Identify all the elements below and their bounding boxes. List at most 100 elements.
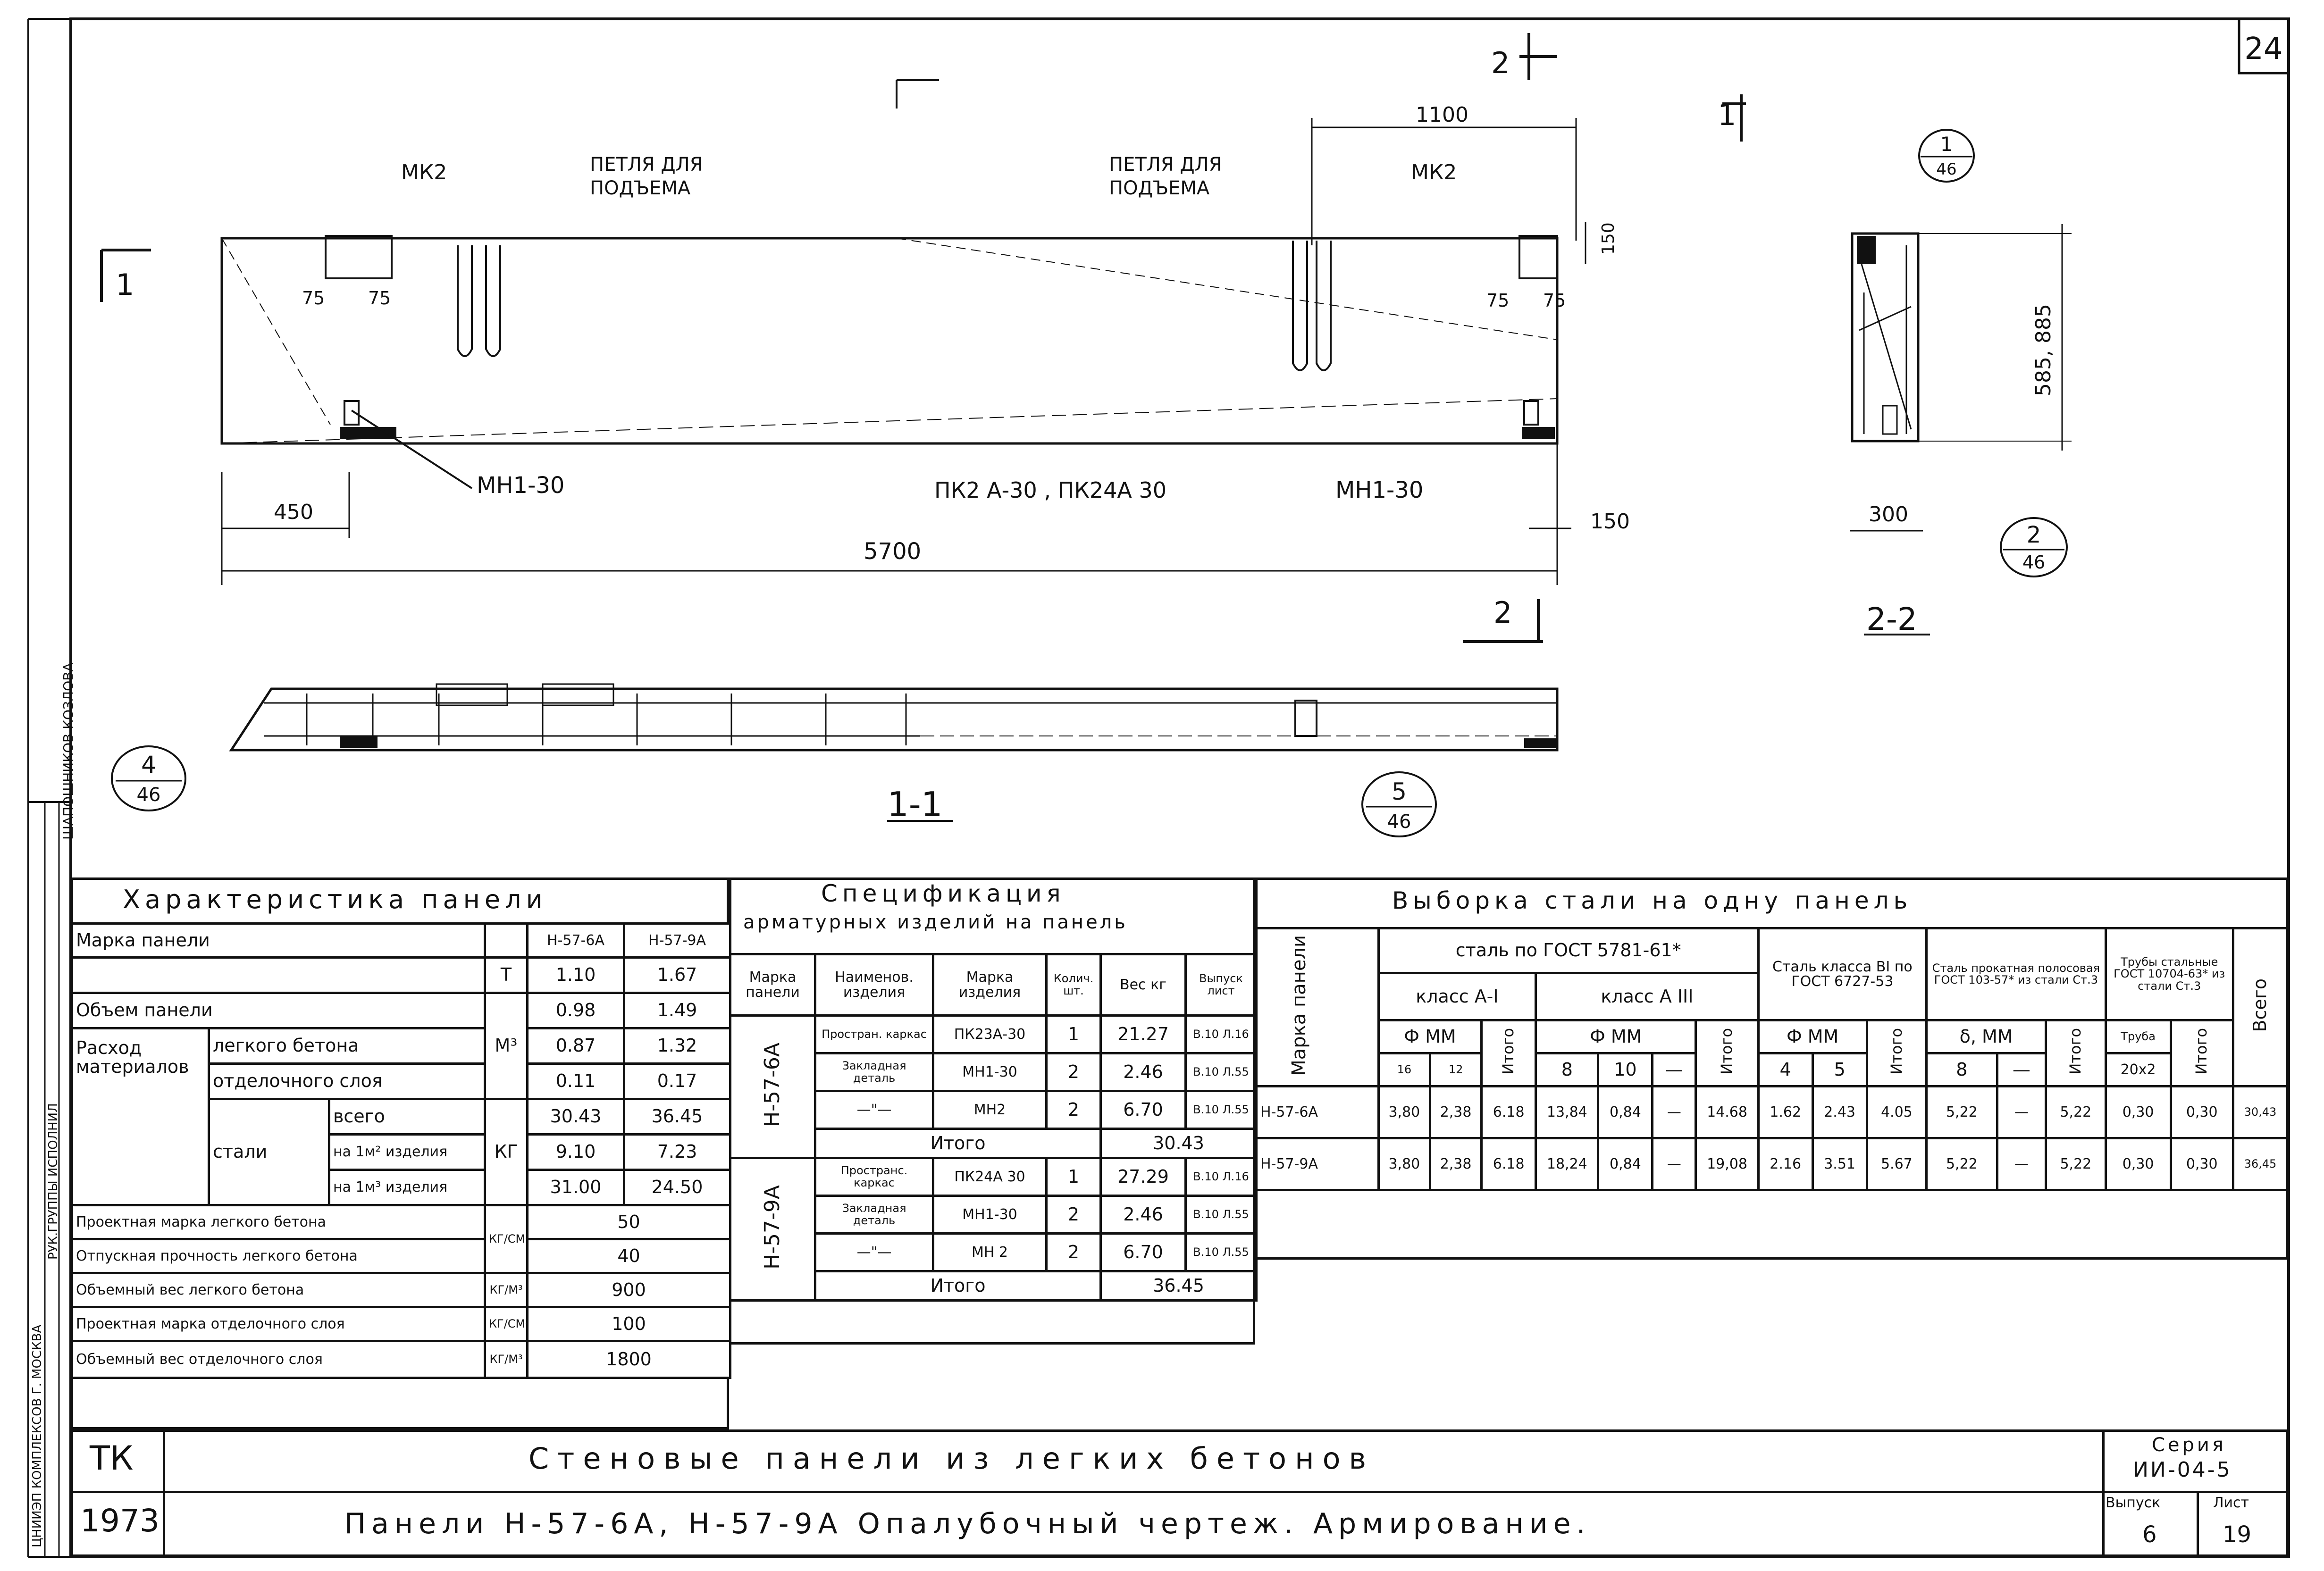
dim-5700: 5700 (864, 538, 921, 565)
mn-label-left: МН1-30 (477, 472, 564, 499)
steel-g-bi: Сталь класса ВI по ГОСТ 6727-53 (1757, 927, 1928, 1021)
char-row-finish: отделочного слоя (207, 1062, 487, 1100)
sheet-label: Лист (2213, 1495, 2249, 1511)
sheet-number-box (2238, 17, 2290, 75)
callout-5-46: 5 46 (1361, 771, 1437, 837)
char-col-a: Н-57-6А (526, 922, 626, 959)
spec-title-2: арматурных изделий на панель (743, 911, 1128, 933)
char-row-mass (70, 956, 487, 994)
dim-1100: 1100 (1416, 103, 1468, 127)
issue-value: 6 (2142, 1521, 2157, 1548)
series-value: ИИ-04-5 (2133, 1458, 2232, 1482)
spec-h-qty: Колич. шт. (1045, 953, 1102, 1017)
sheet-value: 19 (2223, 1521, 2252, 1548)
char-steel: стали (208, 1098, 330, 1206)
spec-total-b: 36.45 (1099, 1270, 1258, 1302)
char-col-b: Н-57-9А (623, 922, 732, 959)
char-consumption: Расход материалов (71, 1027, 210, 1206)
title-sub: Панели Н-57-6А, Н-57-9А Опалубочный черт… (344, 1507, 1591, 1540)
dim-585-885: 585, 885 (2031, 304, 2056, 396)
spec-h-name: Наименов. изделия (814, 953, 934, 1017)
tk-label: ТК (90, 1439, 134, 1478)
characteristics-table: Марка панели Н-57-6А Н-57-9А Т 1.10 1.67… (70, 922, 732, 1379)
mk2-label-right: МК2 (1411, 160, 1457, 184)
steel-g-strip: Сталь прокатная полосовая ГОСТ 103-57* и… (1925, 927, 2107, 1021)
svg-text:2: 2 (2027, 522, 2041, 548)
specification-frame (729, 877, 1255, 1345)
callout-1-46: 1 46 (1918, 129, 1975, 183)
prop-grade-finish: Проектная марка отделочного слоя (70, 1306, 487, 1342)
svg-text:46: 46 (1387, 811, 1411, 833)
spec-title-1: Спецификация (821, 880, 1066, 907)
lift-loop-left-1: ПЕТЛЯ ДЛЯ (590, 154, 703, 175)
dim-75-a: 75 (302, 288, 325, 309)
steel-g-pipes: Трубы стальные ГОСТ 10704-63* из стали С… (2104, 927, 2234, 1021)
steel-title: Выборка стали на одну панель (1392, 887, 1913, 914)
steel-table: Марка панели сталь по ГОСТ 5781-61* Стал… (1255, 927, 2289, 1191)
section-mark-2-top: 2 (1491, 46, 1510, 80)
svg-text:4: 4 (141, 751, 156, 778)
char-row-per-m2: на 1м² изделия (327, 1133, 487, 1171)
section-1-1 (229, 683, 1559, 752)
prop-grade-lightweight: Проектная марка легкого бетона (70, 1204, 487, 1240)
spec-total-a: 30.43 (1099, 1128, 1258, 1159)
svg-text:46: 46 (137, 784, 161, 806)
series-label: Серия (2152, 1434, 2226, 1456)
spec-total-label-b: Итого (814, 1270, 1102, 1302)
specification-table: Марка панели Наименов. изделия Марка изд… (729, 953, 1258, 1302)
sheet-number: 24 (2244, 32, 2282, 67)
steel-g-gost5781: сталь по ГОСТ 5781-61* (1377, 927, 1760, 974)
section-mark-1-left: 1 (116, 267, 134, 302)
steel-g-class-ai: класс А-I (1377, 972, 1537, 1021)
dim-75-c: 75 (1486, 290, 1509, 311)
year-label: 1973 (80, 1503, 159, 1539)
mk2-label-left: МК2 (401, 160, 447, 184)
section-mark-1-top: 1 (1718, 98, 1736, 132)
stamp-org: ЦНИИЭП КОМПЛЕКСОВ Г. МОСКВА (30, 1324, 44, 1547)
section-mark-2-bottom: 2 (1493, 595, 1512, 630)
section-1-1-label: 1-1 (887, 785, 943, 824)
spec-h-weight: Вес кг (1099, 953, 1187, 1017)
callout-4-46: 4 46 (111, 745, 186, 811)
spec-h-sheet: Выпуск лист (1184, 953, 1258, 1017)
lift-loop-left-2: ПОДЪЕМА (590, 177, 691, 199)
frames-label: ПК2 А-30 , ПК24А 30 (934, 477, 1166, 503)
mn-label-right: МН1-30 (1335, 477, 1423, 503)
svg-text:1: 1 (1940, 133, 1953, 156)
dim-75-b: 75 (368, 288, 391, 309)
char-row-lightweight: легкого бетона (207, 1027, 487, 1065)
steel-col-mark: Марка панели (1288, 935, 1310, 1076)
stamp-roles: РУК.ГРУППЫ ИСПОЛНИЛ (46, 1103, 60, 1260)
svg-text:46: 46 (1936, 160, 1956, 179)
title-main: Стеновые панели из легких бетонов (529, 1441, 1375, 1476)
prop-density-lightweight: Объемный вес легкого бетона (70, 1272, 487, 1308)
steel-row-b: Н-57-9А 3,80 2,38 6.18 18,24 0,84 — 19,0… (1255, 1137, 2289, 1191)
sheet-frame (69, 17, 2290, 1558)
char-row-per-m3: на 1м³ изделия (327, 1169, 487, 1206)
issue-label: Выпуск (2106, 1495, 2161, 1511)
lift-loop-right-1: ПЕТЛЯ ДЛЯ (1109, 154, 1222, 175)
characteristics-title: Характеристика панели (123, 885, 547, 914)
lift-loop-right-2: ПОДЪЕМА (1109, 177, 1210, 199)
dim-150-bottom: 150 (1590, 510, 1630, 534)
svg-text:46: 46 (2022, 552, 2045, 573)
svg-text:5: 5 (1392, 778, 1407, 805)
char-col-mark: Марка панели (70, 922, 487, 959)
char-row-volume: Объем панели (70, 992, 487, 1029)
spec-total-label-a: Итого (814, 1128, 1102, 1159)
callout-2-46: 2 46 (2000, 517, 2068, 577)
prop-density-finish: Объемный вес отделочного слоя (70, 1340, 487, 1379)
section-2-2-label: 2-2 (1866, 601, 1917, 637)
dim-150-top: 150 (1599, 222, 1618, 255)
steel-g-class-aiii: класс А III (1535, 972, 1760, 1021)
section-2-2 (1850, 224, 2072, 532)
char-row-steel-total: всего (327, 1098, 487, 1136)
spec-h-mark: Марка панели (729, 953, 816, 1017)
steel-row-a: Н-57-6А 3,80 2,38 6.18 13,84 0,84 — 14.6… (1255, 1085, 2289, 1139)
dim-450: 450 (274, 500, 313, 524)
spec-h-item: Марка изделия (932, 953, 1048, 1017)
panel-elevation (100, 33, 1746, 643)
dim-75-d: 75 (1543, 290, 1566, 311)
steel-col-grand: Всего (2249, 978, 2270, 1032)
